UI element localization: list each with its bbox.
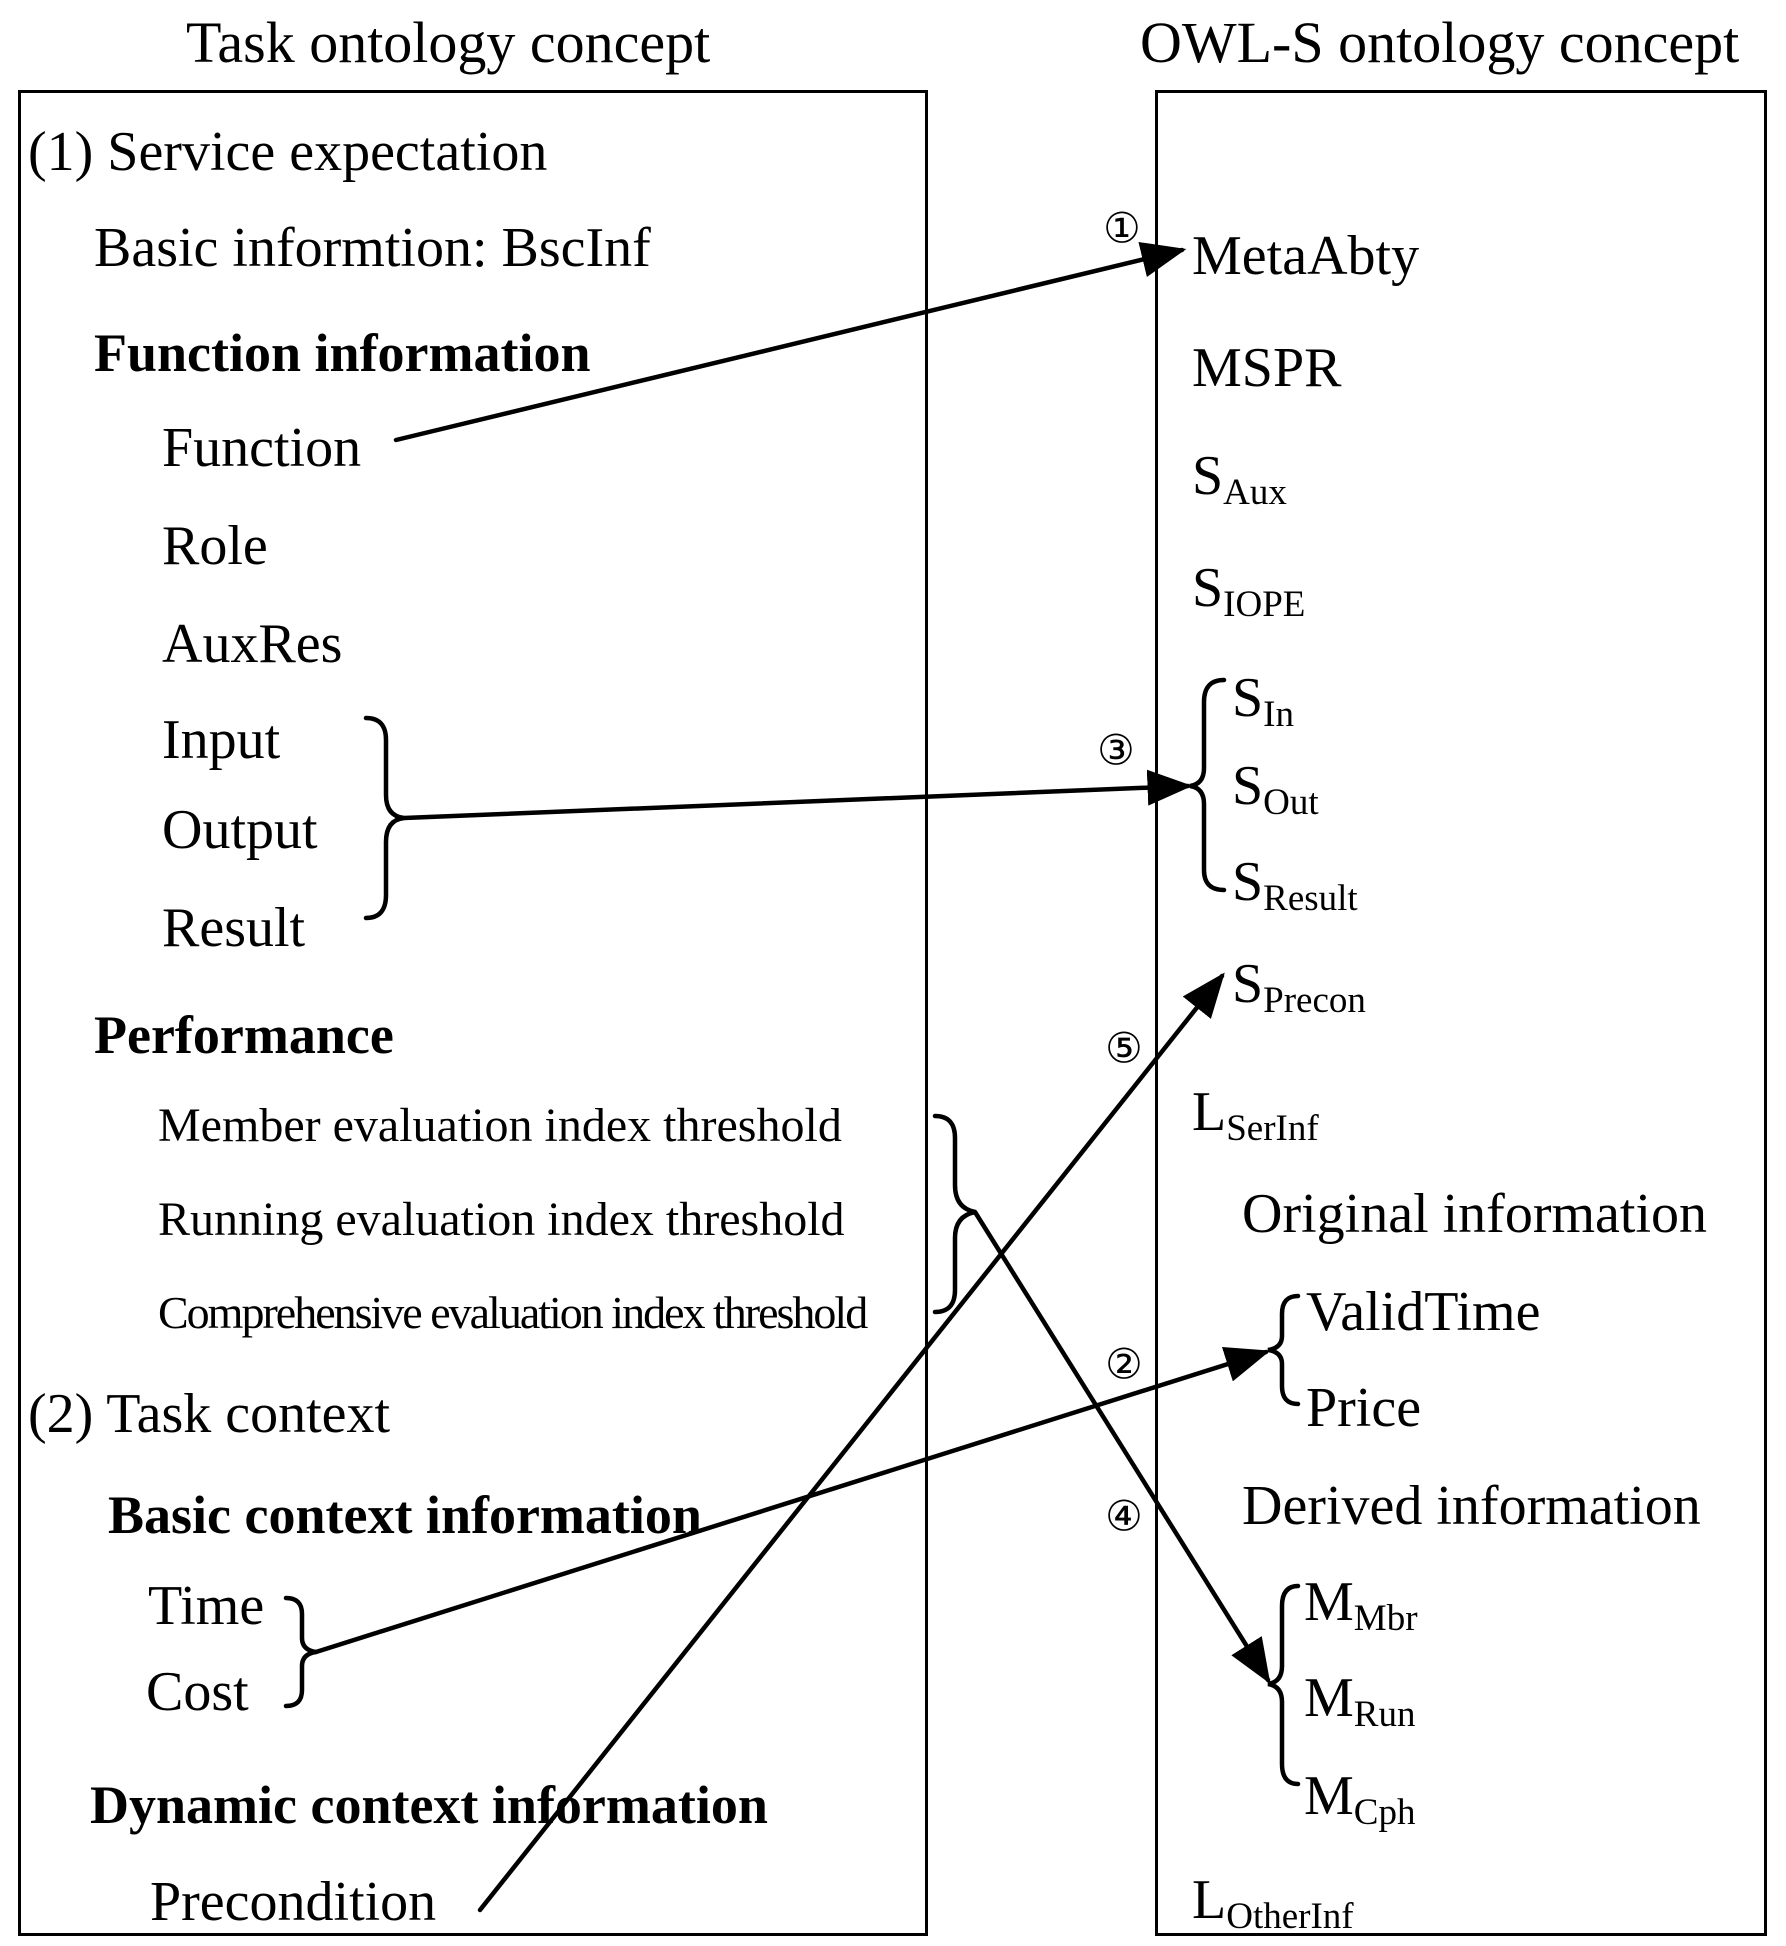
performance-heading: Performance	[94, 1005, 394, 1065]
s-out-label: SOut	[1232, 755, 1319, 823]
cost-label: Cost	[146, 1661, 249, 1723]
io-brace	[363, 715, 405, 921]
owls-ontology-box	[1155, 90, 1767, 1936]
mapping-label-3: ③	[1097, 726, 1135, 775]
m-cph-label: MCph	[1304, 1765, 1416, 1833]
arrow-3	[401, 769, 1193, 821]
arrow-5	[477, 972, 1225, 1913]
service-expectation-label: (1) Service expectation	[28, 121, 548, 183]
time-cost-brace	[283, 1595, 317, 1709]
left-column-header: Task ontology concept	[186, 10, 711, 75]
l-serinf-label: LSerInf	[1192, 1081, 1319, 1149]
task-context-label: (2) Task context	[28, 1383, 391, 1445]
s-in-label: SIn	[1232, 667, 1294, 735]
function-information-heading: Function information	[94, 323, 591, 383]
function-label: Function	[162, 417, 362, 479]
member-threshold-label: Member evaluation index threshold	[158, 1099, 842, 1152]
s-iope-label: SIOPE	[1192, 557, 1306, 625]
price-label: Price	[1306, 1377, 1422, 1439]
arrow-4	[972, 1209, 1271, 1684]
running-threshold-label: Running evaluation index threshold	[158, 1193, 845, 1246]
task-ontology-box	[18, 90, 928, 1936]
mspr-label: MSPR	[1192, 337, 1342, 399]
mapping-label-4: ④	[1105, 1492, 1143, 1541]
s-brace	[1189, 677, 1227, 893]
arrow-1	[393, 242, 1187, 443]
mapping-label-2: ②	[1105, 1340, 1143, 1389]
mapping-label-1: ①	[1103, 204, 1141, 253]
comprehensive-threshold-label: Comprehensive evaluation index threshold	[158, 1287, 868, 1338]
valid-time-label: ValidTime	[1306, 1281, 1541, 1343]
m-run-label: MRun	[1304, 1667, 1416, 1735]
basic-information-label: Basic informtion: BscInf	[94, 217, 651, 279]
l-otherinf-label: LOtherInf	[1192, 1869, 1354, 1937]
derived-information-label: Derived information	[1242, 1475, 1701, 1537]
mapping-label-5: ⑤	[1105, 1024, 1143, 1073]
s-aux-label: SAux	[1192, 445, 1287, 513]
s-precon-label: SPrecon	[1232, 953, 1366, 1021]
arrow-2	[313, 1347, 1271, 1655]
auxres-label: AuxRes	[162, 613, 343, 675]
output-label: Output	[162, 799, 318, 861]
m-mbr-label: MMbr	[1304, 1571, 1418, 1639]
m-brace	[1267, 1583, 1301, 1787]
right-column-header: OWL-S ontology concept	[1140, 10, 1740, 75]
meta-abty-label: MetaAbty	[1192, 225, 1420, 287]
input-label: Input	[162, 709, 281, 771]
original-information-label: Original information	[1242, 1183, 1708, 1245]
valid-price-brace	[1267, 1293, 1301, 1407]
role-label: Role	[162, 515, 268, 577]
time-label: Time	[148, 1575, 265, 1637]
s-result-label: SResult	[1232, 851, 1358, 919]
dynamic-context-heading: Dynamic context information	[90, 1775, 768, 1835]
result-label: Result	[162, 897, 306, 959]
threshold-brace	[932, 1113, 976, 1315]
basic-context-heading: Basic context information	[108, 1485, 702, 1545]
precondition-label: Precondition	[150, 1871, 437, 1933]
